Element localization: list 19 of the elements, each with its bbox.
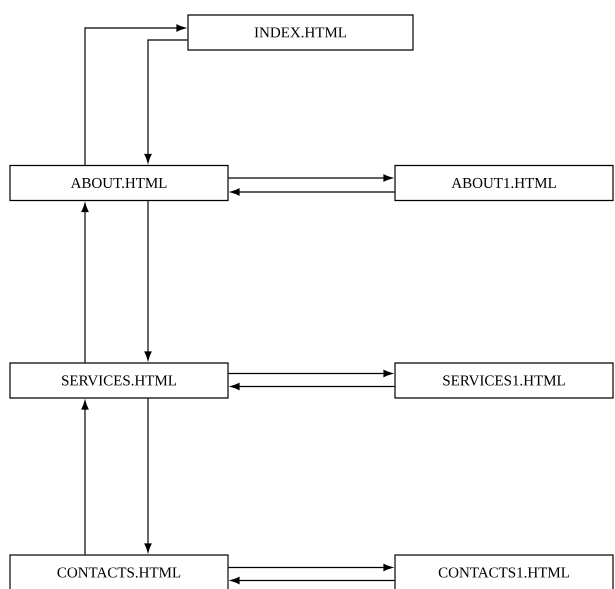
arrow [144, 201, 152, 360]
arrow [230, 382, 394, 390]
page-box: ABOUT.HTML [9, 164, 229, 202]
page-box: ABOUT1.HTML [394, 164, 614, 202]
arrow [144, 39, 188, 163]
arrow [144, 398, 152, 552]
page-box: INDEX.HTML [187, 14, 414, 51]
arrow [228, 370, 392, 378]
page-box: CONTACTS.HTML [9, 554, 229, 589]
arrow [81, 400, 89, 554]
page-box: SERVICES.HTML [9, 362, 229, 399]
arrow [230, 188, 394, 196]
arrow [228, 564, 392, 572]
arrow [81, 203, 89, 362]
page-box: CONTACTS1.HTML [394, 554, 614, 589]
arrow [230, 576, 394, 584]
arrow [84, 24, 186, 165]
arrow [228, 174, 392, 182]
page-box: SERVICES1.HTML [394, 362, 614, 399]
